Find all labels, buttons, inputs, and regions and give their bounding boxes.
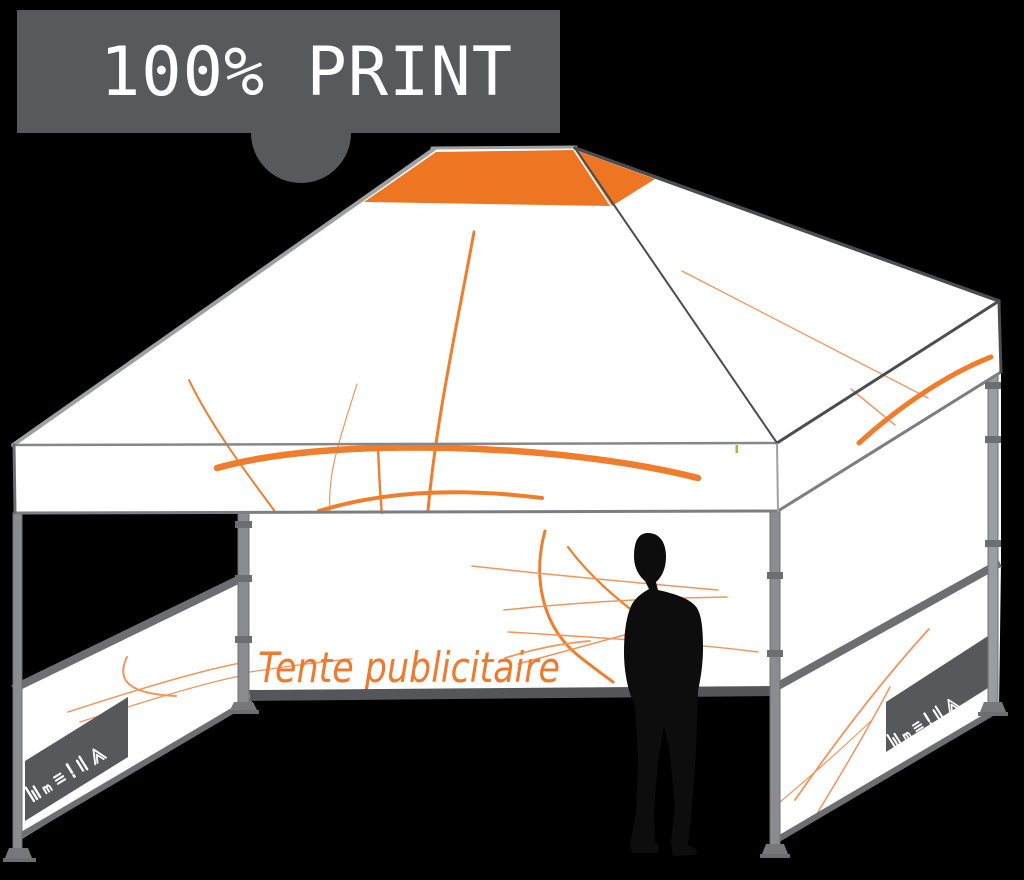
- roof-swooshes: [188, 230, 994, 515]
- back-wall: Tente publicitaire: [246, 512, 782, 701]
- valance-front: [13, 443, 778, 513]
- peak-accent-front: [364, 150, 610, 206]
- valance-corner-seam: [776, 443, 779, 512]
- print-badge: 100% PRINT: [17, 10, 560, 183]
- wall-slogan: Tente publicitaire: [258, 643, 560, 692]
- leg-joints: [235, 382, 1001, 657]
- right-half-wall-swooshes: [779, 628, 930, 813]
- valance-left-edge: [12, 443, 17, 515]
- left-half-wall-top-rail: [11, 573, 246, 693]
- right-ridge: [573, 146, 1001, 303]
- front-valley-ridge: [574, 147, 778, 444]
- frame-legs: [3, 372, 1008, 862]
- front-left-leg: [12, 512, 23, 851]
- front-right-leg: [769, 511, 781, 847]
- badge-label: 100% PRINT: [100, 33, 513, 112]
- peak-top-edge: [430, 145, 578, 150]
- valance-bottom-front: [13, 509, 780, 515]
- right-half-wall-bottom-rail: [773, 706, 1001, 844]
- peak-accent-right: [575, 150, 655, 206]
- canopy-edges: [11, 145, 1003, 515]
- front-eave: [11, 441, 779, 447]
- valance-bottom-right: [776, 370, 1003, 513]
- green-artifact-tick: [735, 445, 738, 453]
- left-half-wall: [11, 573, 253, 842]
- right-half-wall: [773, 559, 1002, 844]
- left-banner-strip: [25, 697, 128, 821]
- back-left-leg: [237, 512, 250, 706]
- canopy: [11, 145, 1003, 515]
- right-half-wall-top-rail: [776, 559, 1002, 690]
- valance-right-edge: [997, 299, 1003, 374]
- valance-right: [777, 301, 1001, 512]
- person-silhouette: [624, 533, 703, 856]
- right-opening-wall: [770, 373, 1001, 692]
- right-eave: [775, 299, 1001, 445]
- back-right-leg: [987, 372, 999, 706]
- badge-bump: [251, 83, 351, 183]
- roof-right-face: [575, 147, 999, 443]
- roof-front-face: [13, 147, 777, 446]
- right-banner-strip: [886, 636, 988, 752]
- left-half-wall-bottom-rail: [13, 697, 253, 842]
- leg-feet: [3, 702, 1008, 862]
- left-ridge: [11, 147, 436, 447]
